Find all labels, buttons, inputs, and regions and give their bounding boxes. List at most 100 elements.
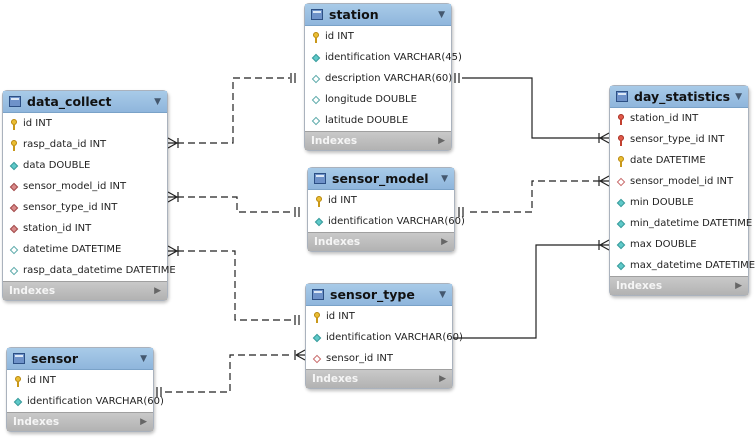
column-label: latitude DOUBLE [325,115,409,126]
diamond-icon [616,260,626,272]
column-label: identification VARCHAR(60) [27,396,164,407]
table-header[interactable]: data_collect ▼ [3,91,167,113]
column-row[interactable]: max_datetime DATETIME [610,255,755,276]
column-row[interactable]: sensor_id INT [306,348,452,369]
table-icon [9,96,21,107]
column-row[interactable]: sensor_model_id INT [3,176,167,197]
one-marker [458,207,464,217]
indexes-footer[interactable]: Indexes ▶ [610,276,748,295]
crow-foot-marker [598,239,610,251]
column-row[interactable]: date DATETIME [610,150,748,171]
indexes-footer[interactable]: Indexes▶ [3,281,167,300]
indexes-footer[interactable]: Indexes▶ [308,232,454,251]
column-row[interactable]: sensor_type_id INT [610,129,748,150]
table-header[interactable]: station▼ [305,4,451,26]
indexes-footer[interactable]: Indexes▶ [305,131,451,150]
column-row[interactable]: min_datetime DATETIME [610,213,752,234]
table-day-statistics[interactable]: day_statistics▼station_id INT sensor_type… [609,85,755,296]
table-sensor-type[interactable]: sensor_type▼id INT identification VARCHAR… [305,283,463,389]
column-label: id INT [325,31,354,42]
indexes-footer[interactable]: Indexes ▶ [7,412,153,431]
indexes-label: Indexes [616,280,663,292]
key-icon [314,195,324,207]
column-row[interactable]: identification VARCHAR(45) [305,47,462,68]
column-row[interactable]: id INT [305,26,451,47]
column-label: rasp_data_id INT [23,139,107,150]
column-row[interactable]: rasp_data_datetime DATETIME [3,260,176,281]
column-label: id INT [23,118,52,129]
table-title: data_collect [27,94,112,109]
crow-foot-marker [167,137,179,149]
collapse-icon[interactable]: ▼ [140,353,147,364]
column-row[interactable]: id INT [3,113,167,134]
expand-arrow-icon[interactable]: ▶ [154,286,161,296]
table-header[interactable]: sensor▼ [7,348,153,370]
expand-arrow-icon[interactable]: ▶ [735,281,742,291]
collapse-icon[interactable]: ▼ [438,9,445,20]
rel-data-collect-sensor-type [177,250,294,321]
column-label: longitude DOUBLE [325,94,417,105]
key-icon [13,375,23,387]
column-label: min_datetime DATETIME [630,218,753,229]
column-label: sensor_type_id INT [23,202,118,213]
column-row[interactable]: longitude DOUBLE [305,89,451,110]
column-row[interactable]: min DOUBLE [610,192,748,213]
table-sensor[interactable]: sensor▼ id INT identification VARCHAR(60) I… [6,347,164,432]
column-row[interactable]: identification VARCHAR(60) [308,211,465,232]
column-label: id INT [326,311,355,322]
table-header[interactable]: day_statistics▼ [610,86,748,108]
column-label: date DATETIME [630,155,706,166]
column-row[interactable]: id INT [308,190,454,211]
column-row[interactable]: max DOUBLE [610,234,748,255]
column-row[interactable]: station_id INT [3,218,167,239]
table-header[interactable]: sensor_model▼ [308,168,454,190]
crow-foot-marker [167,191,179,203]
column-row[interactable]: sensor_model_id INT [610,171,748,192]
column-row[interactable]: description VARCHAR(60) [305,68,452,89]
column-row[interactable]: latitude DOUBLE [305,110,451,131]
table-header[interactable]: sensor_type▼ [306,284,452,306]
column-row[interactable]: id INT [306,306,452,327]
expand-arrow-icon[interactable]: ▶ [140,417,147,427]
column-label: min DOUBLE [630,197,694,208]
key-icon [616,134,626,146]
column-row[interactable]: rasp_data_id INT [3,134,167,155]
column-label: sensor_type_id INT [630,134,725,145]
expand-arrow-icon[interactable]: ▶ [441,237,448,247]
column-label: station_id INT [23,223,92,234]
collapse-icon[interactable]: ▼ [154,96,161,107]
diamond-icon [9,244,19,256]
key-icon [616,113,626,125]
column-row[interactable]: identification VARCHAR(60) [306,327,463,348]
column-label: identification VARCHAR(60) [326,332,463,343]
column-row[interactable]: id INT [7,370,153,391]
diamond-icon [616,239,626,251]
expand-arrow-icon[interactable]: ▶ [439,374,446,384]
table-icon [13,353,25,364]
collapse-icon[interactable]: ▼ [735,91,742,102]
key-icon [312,311,322,323]
column-row[interactable]: identification VARCHAR(60) [7,391,164,412]
table-data-collect[interactable]: data_collect ▼ id INT rasp_data_id INT data … [2,90,176,301]
diamond-icon [9,265,19,277]
table-station[interactable]: station▼ id INT identification VARCHAR(45)… [304,3,462,151]
expand-arrow-icon[interactable]: ▶ [438,136,445,146]
one-marker [294,315,300,325]
column-row[interactable]: sensor_type_id INT [3,197,167,218]
column-row[interactable]: station_id INT [610,108,748,129]
one-marker [156,387,162,397]
column-label: id INT [27,375,56,386]
indexes-footer[interactable]: Indexes▶ [306,369,452,388]
indexes-label: Indexes [13,416,60,428]
collapse-icon[interactable]: ▼ [441,173,448,184]
diamond-icon [314,216,324,228]
column-row[interactable]: datetime DATETIME [3,239,167,260]
column-row[interactable]: data DOUBLE [3,155,167,176]
collapse-icon[interactable]: ▼ [439,289,446,300]
diamond-icon [9,160,19,172]
one-marker [294,207,300,217]
column-label: data DOUBLE [23,160,91,171]
column-label: max_datetime DATETIME [630,260,755,271]
